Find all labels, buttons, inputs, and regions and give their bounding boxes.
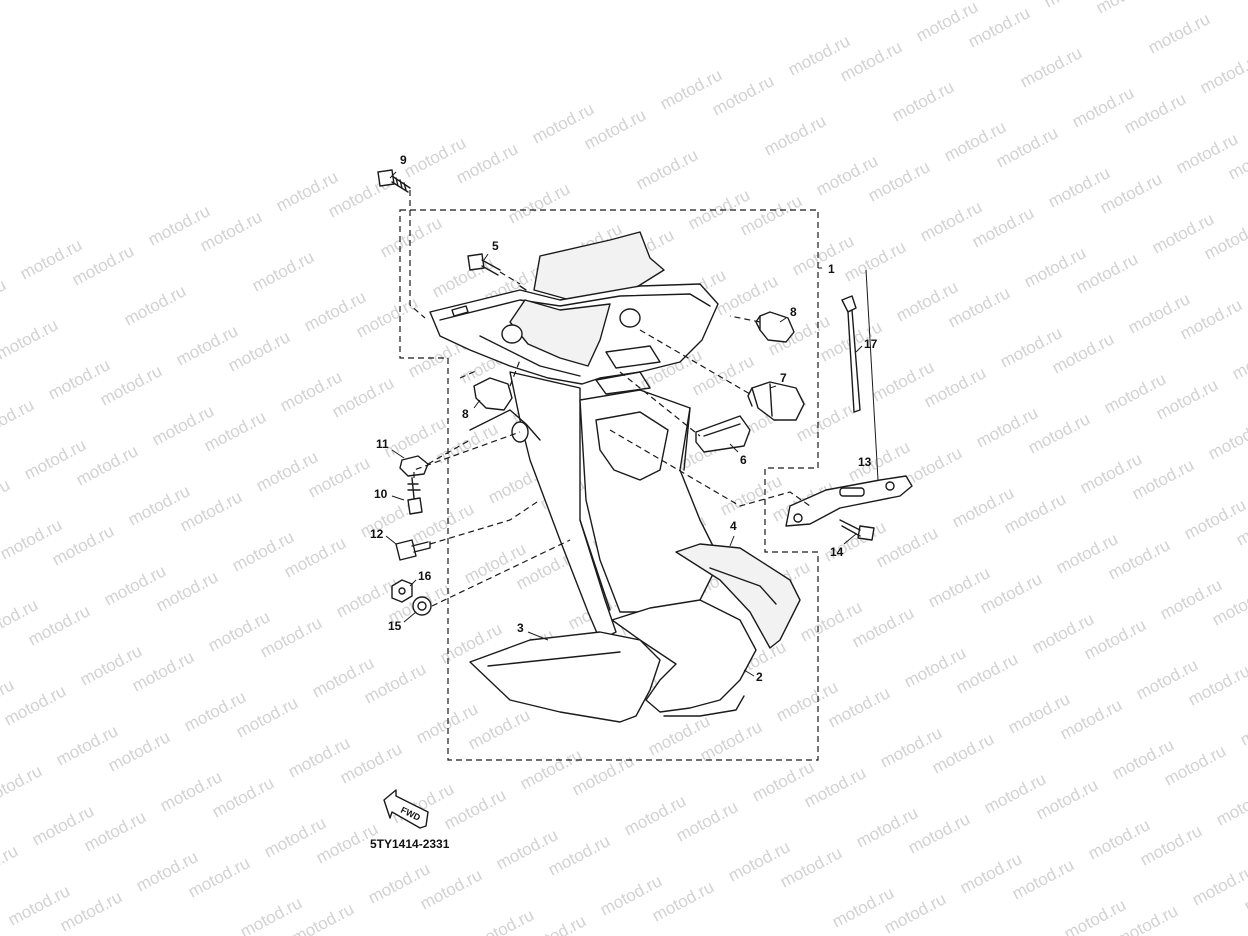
fwd-arrow-icon: FWD: [383, 789, 429, 829]
side-cover-part-2: [611, 599, 757, 717]
watermark-text: motod.ru: [0, 841, 21, 889]
callout-8-left: 8: [462, 407, 469, 421]
cable-tie-part-17: [841, 295, 861, 413]
washer-part-15: [412, 596, 432, 616]
watermark-text: motod.ru: [249, 247, 317, 295]
callout-4: 4: [730, 519, 737, 533]
side-reflector-part-4: [675, 543, 801, 649]
callout-11: 11: [376, 437, 389, 451]
watermark-text: motod.ru: [469, 905, 537, 936]
callout-8-right: 8: [790, 305, 797, 319]
screw-part-10: [407, 477, 423, 515]
nut-part-16: [391, 579, 413, 603]
watermark-text: motod.ru: [1093, 0, 1161, 18]
bolt-part-14: [839, 519, 875, 541]
bulb-part-7: [747, 381, 805, 421]
license-lens-part-6: [695, 415, 751, 453]
leader-13: [609, 429, 811, 507]
callout-labels: 1 2 3 4 5 6 7 8 8 9 10 11 12 13 14 15 16…: [370, 153, 878, 684]
bulb-part-8-right: [755, 311, 795, 343]
watermark-text: motod.ru: [889, 77, 957, 125]
leader-9: [409, 190, 426, 319]
license-bracket-part-13: [785, 475, 913, 527]
leader-7: [639, 329, 751, 395]
clip-nut-part-11: [399, 455, 429, 477]
leader-11: [427, 439, 471, 465]
callout-13: 13: [858, 455, 872, 469]
rear-cowling-body: [469, 371, 721, 641]
watermark-text: motod.ru: [633, 145, 701, 193]
watermark-text: motod.ru: [0, 761, 45, 809]
watermark-text: motod.ru: [0, 275, 9, 323]
side-cover-part-3: [469, 631, 661, 723]
tail-light-housing: [429, 231, 719, 395]
callout-6: 6: [740, 453, 747, 467]
callout-7: 7: [780, 371, 787, 385]
watermark-text: motod.ru: [1229, 335, 1248, 383]
watermark-text: motod.ru: [0, 475, 13, 523]
watermark-text: motod.ru: [377, 213, 445, 261]
diagram-code: 5TY1414-2331: [370, 837, 450, 851]
callout-12: 12: [370, 527, 384, 541]
bulb-part-8-left: [473, 377, 513, 411]
bolt-part-5: [467, 253, 501, 276]
watermark-text: motod.ru: [1017, 43, 1085, 91]
bolt-part-12: [395, 539, 431, 561]
callout-17: 17: [864, 337, 878, 351]
leader-10: [413, 431, 521, 478]
watermark-text: motod.ru: [1145, 9, 1213, 57]
watermark-text: motod.ru: [1205, 415, 1248, 463]
leader-15: [431, 539, 571, 607]
callout-5: 5: [492, 239, 499, 253]
callout-16: 16: [418, 569, 432, 583]
leader-8-right: [729, 315, 761, 323]
watermark-text: motod.ru: [761, 111, 829, 159]
leader-8-left: [459, 359, 521, 387]
callout-leaders: [385, 171, 879, 677]
watermark-text: motod.ru: [121, 281, 189, 329]
callout-14: 14: [830, 545, 844, 559]
watermark-text: motod.ru: [1213, 781, 1248, 829]
leader-12: [429, 499, 541, 545]
leader-6: [619, 371, 701, 437]
callout-2: 2: [756, 670, 763, 684]
watermark-text: motod.ru: [1197, 49, 1248, 97]
callout-15: 15: [388, 619, 402, 633]
callout-9: 9: [400, 153, 407, 167]
watermark-text: motod.ru: [1189, 861, 1248, 909]
watermark-text: motod.ru: [0, 315, 61, 363]
bolt-part-9: [377, 169, 411, 193]
leader-5: [499, 271, 521, 285]
watermark-text: motod.ru: [0, 395, 37, 443]
callout-10: 10: [374, 487, 388, 501]
watermark-text: motod.ru: [1237, 701, 1248, 749]
assembly-boundary: [399, 209, 819, 761]
callout-1: 1: [828, 262, 835, 276]
watermark-text: motod.ru: [505, 179, 573, 227]
callout-3: 3: [517, 621, 524, 635]
